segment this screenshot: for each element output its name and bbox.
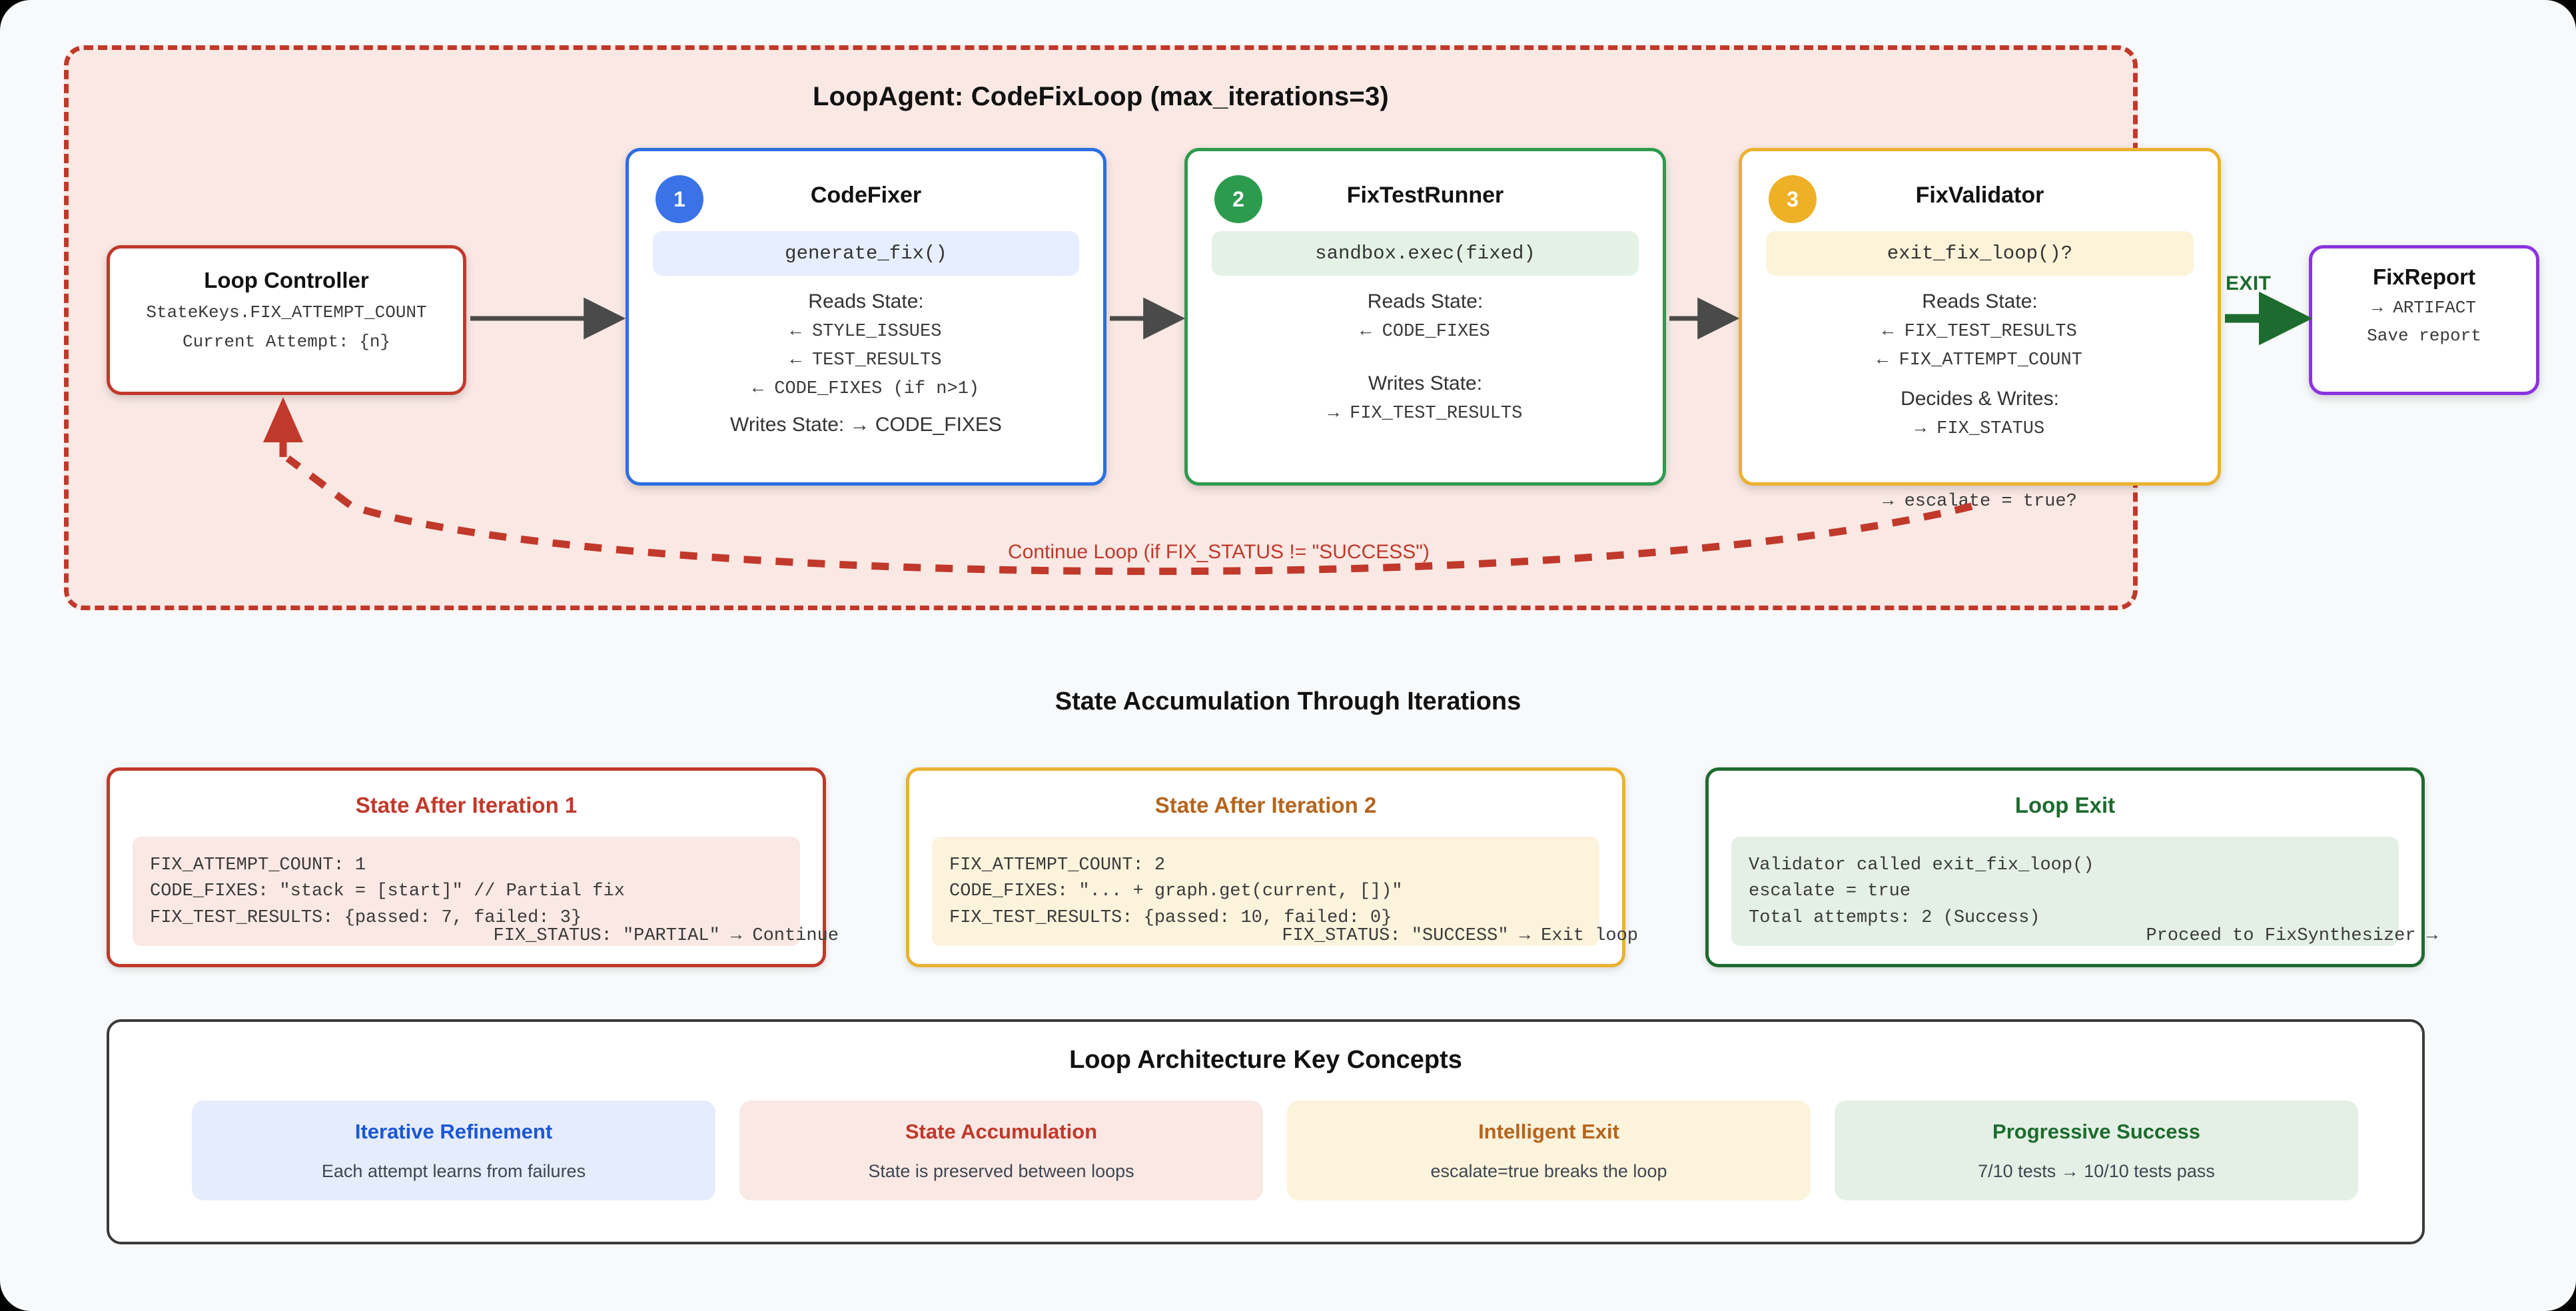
state-card-iteration-2[interactable]: State After Iteration 2 FIX_ATTEMPT_COUN… [906, 767, 1638, 967]
state-card-title: Loop Exit [2014, 793, 2116, 817]
reads-item: ← STYLE_ISSUES [790, 322, 942, 342]
reads-state-label-codefixer: Reads State: [808, 290, 924, 312]
concept-card-state-accumulation[interactable]: State Accumulation State is preserved be… [739, 1100, 1263, 1200]
reads-state-label-fixtestrunner: Reads State: [1367, 290, 1484, 312]
state-card-footer: FIX_STATUS: "PARTIAL" → Continue [493, 926, 839, 946]
concept-card-intelligent-exit[interactable]: Intelligent Exit escalate=true breaks th… [1287, 1100, 1811, 1200]
agent-node-fixtestrunner[interactable]: 2 FixTestRunner sandbox.exec(fixed) Read… [1184, 148, 1666, 486]
agent-method-chip-fixvalidator: exit_fix_loop()? [1766, 231, 2194, 276]
loop-controller-node[interactable]: Loop Controller StateKeys.FIX_ATTEMPT_CO… [107, 245, 466, 395]
state-line: CODE_FIXES: "stack = [start]" // Partial… [150, 881, 625, 902]
concept-subtitle: 7/10 tests → 10/10 tests pass [1978, 1160, 2215, 1181]
fix-report-save: Save report [2367, 326, 2481, 346]
agent-title-fixvalidator: FixValidator [1915, 183, 2044, 208]
state-card-body: Validator called exit_fix_loop() escalat… [1731, 837, 2399, 947]
concept-subtitle: escalate=true breaks the loop [1430, 1160, 1667, 1181]
fix-report-node[interactable]: FixReport → ARTIFACT Save report [2309, 245, 2539, 395]
agent-node-fixvalidator[interactable]: 3 FixValidator exit_fix_loop()? Reads St… [1739, 148, 2221, 512]
concept-title: Intelligent Exit [1478, 1119, 1619, 1143]
fix-report-title: FixReport [2372, 264, 2475, 289]
state-line: Total attempts: 2 (Success) [1749, 907, 2040, 928]
agent-node-codefixer[interactable]: 1 CodeFixer generate_fix() Reads State: … [626, 148, 1106, 486]
writes-state-label-fixtestrunner: Writes State: [1368, 372, 1483, 394]
state-card-title: State After Iteration 1 [355, 793, 578, 817]
key-concepts-heading: Loop Architecture Key Concepts [1069, 1046, 1462, 1074]
loop-controller-attempt: Current Attempt: {n} [182, 332, 391, 352]
writes-state-label-codefixer: Writes State: → CODE_FIXES [730, 414, 1002, 436]
state-line: FIX_ATTEMPT_COUNT: 1 [150, 855, 366, 875]
concept-card-progressive-success[interactable]: Progressive Success 7/10 tests → 10/10 t… [1835, 1100, 2358, 1200]
state-card-footer: FIX_STATUS: "SUCCESS" → Exit loop [1282, 926, 1638, 946]
concept-subtitle: State is preserved between loops [868, 1160, 1134, 1181]
reads-item: ← FIX_ATTEMPT_COUNT [1877, 350, 2082, 370]
step-badge-1: 1 [655, 175, 703, 223]
concept-subtitle: Each attempt learns from failures [321, 1160, 586, 1181]
state-section-heading: State Accumulation Through Iterations [1055, 687, 1521, 715]
reads-item: ← TEST_RESULTS [790, 350, 942, 370]
agent-title-fixtestrunner: FixTestRunner [1346, 183, 1504, 208]
state-line: FIX_ATTEMPT_COUNT: 2 [949, 855, 1166, 875]
reads-state-label-fixvalidator: Reads State: [1922, 290, 2038, 312]
writes-item: → FIX_STATUS [1915, 419, 2045, 439]
concept-title: Iterative Refinement [354, 1119, 553, 1143]
state-card-title: State After Iteration 2 [1154, 793, 1377, 817]
state-card-body: FIX_ATTEMPT_COUNT: 2 CODE_FIXES: "... + … [932, 837, 1599, 947]
fix-report-artifact: → ARTIFACT [2371, 298, 2477, 318]
step-badge-3: 3 [1769, 175, 1817, 223]
state-card-body: FIX_ATTEMPT_COUNT: 1 CODE_FIXES: "stack … [133, 837, 800, 947]
state-line: escalate = true [1749, 881, 1911, 902]
concept-card-iterative-refinement[interactable]: Iterative Refinement Each attempt learns… [192, 1100, 715, 1200]
writes-item: → FIX_TEST_RESULTS [1328, 404, 1523, 424]
key-concepts-panel: Loop Architecture Key Concepts Iterative… [107, 1019, 2425, 1244]
loop-agent-title: LoopAgent: CodeFixLoop (max_iterations=3… [813, 82, 1389, 111]
state-card-loop-exit[interactable]: Loop Exit Validator called exit_fix_loop… [1705, 767, 2437, 967]
state-line: FIX_TEST_RESULTS: {passed: 10, failed: 0… [949, 907, 1392, 928]
loop-controller-statekey: StateKeys.FIX_ATTEMPT_COUNT [146, 302, 427, 322]
concept-title: State Accumulation [905, 1119, 1098, 1143]
state-card-iteration-1[interactable]: State After Iteration 1 FIX_ATTEMPT_COUN… [107, 767, 839, 967]
agent-method-chip-fixtestrunner: sandbox.exec(fixed) [1212, 231, 1639, 276]
concept-title: Progressive Success [1992, 1119, 2200, 1143]
reads-item: ← FIX_TEST_RESULTS [1883, 322, 2077, 342]
reads-item: ← CODE_FIXES (if n>1) [752, 379, 980, 399]
writes-state-label-fixvalidator: Decides & Writes: [1901, 388, 2059, 410]
continue-loop-label: Continue Loop (if FIX_STATUS != "SUCCESS… [1008, 541, 1430, 563]
key-concepts-row: Iterative Refinement Each attempt learns… [192, 1100, 2358, 1200]
loop-controller-title: Loop Controller [204, 268, 369, 292]
step-badge-2: 2 [1214, 175, 1262, 223]
exit-label: EXIT [2226, 272, 2272, 294]
state-line: Validator called exit_fix_loop() [1749, 855, 2094, 875]
state-line: FIX_TEST_RESULTS: {passed: 7, failed: 3} [150, 907, 582, 928]
escalate-overflow-line: → escalate = true? [1883, 492, 2077, 512]
reads-item: ← CODE_FIXES [1360, 322, 1490, 342]
agent-method-chip-codefixer: generate_fix() [653, 231, 1079, 276]
state-line: CODE_FIXES: "... + graph.get(current, []… [949, 881, 1403, 902]
agent-title-codefixer: CodeFixer [810, 183, 922, 208]
state-card-footer: Proceed to FixSynthesizer → [2146, 926, 2437, 946]
